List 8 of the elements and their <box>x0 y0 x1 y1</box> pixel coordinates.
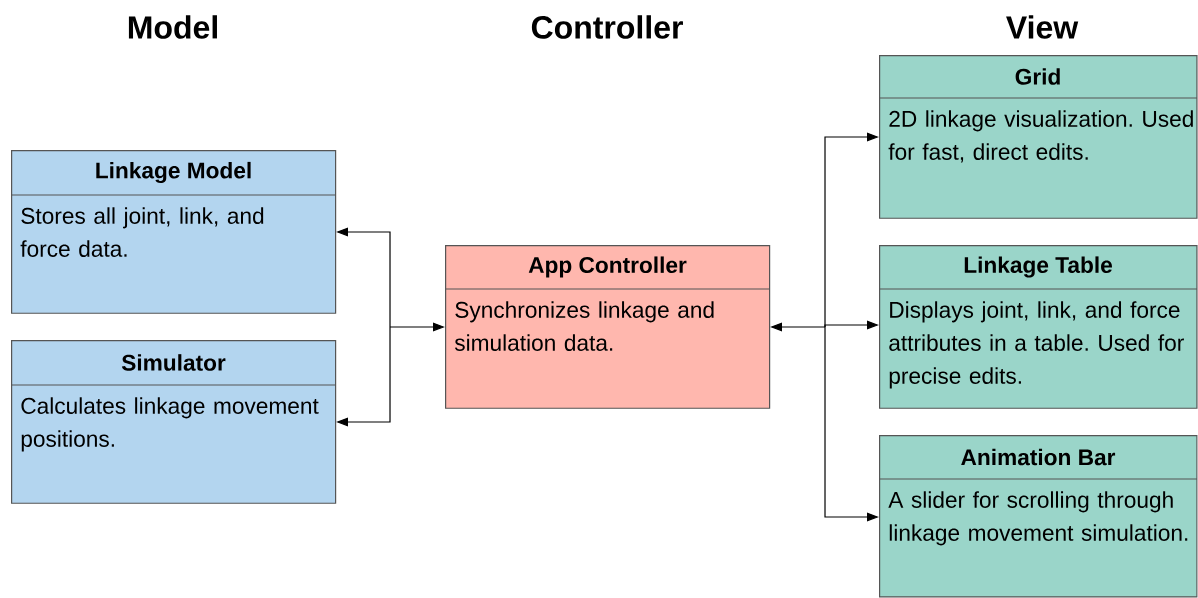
class-box: Linkage Table Displays joint, link, and force attributes in a table. Used for precise edits. <box>878 245 1198 409</box>
class-box: App Controller Synchronizes linkage and simulation data. <box>444 245 771 409</box>
column-title: Model <box>128 15 217 39</box>
class-box: Simulator Calculates linkage movement positions. <box>10 339 337 504</box>
class-box: Animation Bar A slider for scrolling through linkage movement simulation. <box>878 434 1198 598</box>
class-box: Grid 2D linkage visualization. Used for fast, direct edits. <box>878 55 1198 219</box>
column-title: Controller <box>531 15 683 39</box>
class-box: Linkage Model Stores all joint, link, and force data. <box>10 150 337 314</box>
